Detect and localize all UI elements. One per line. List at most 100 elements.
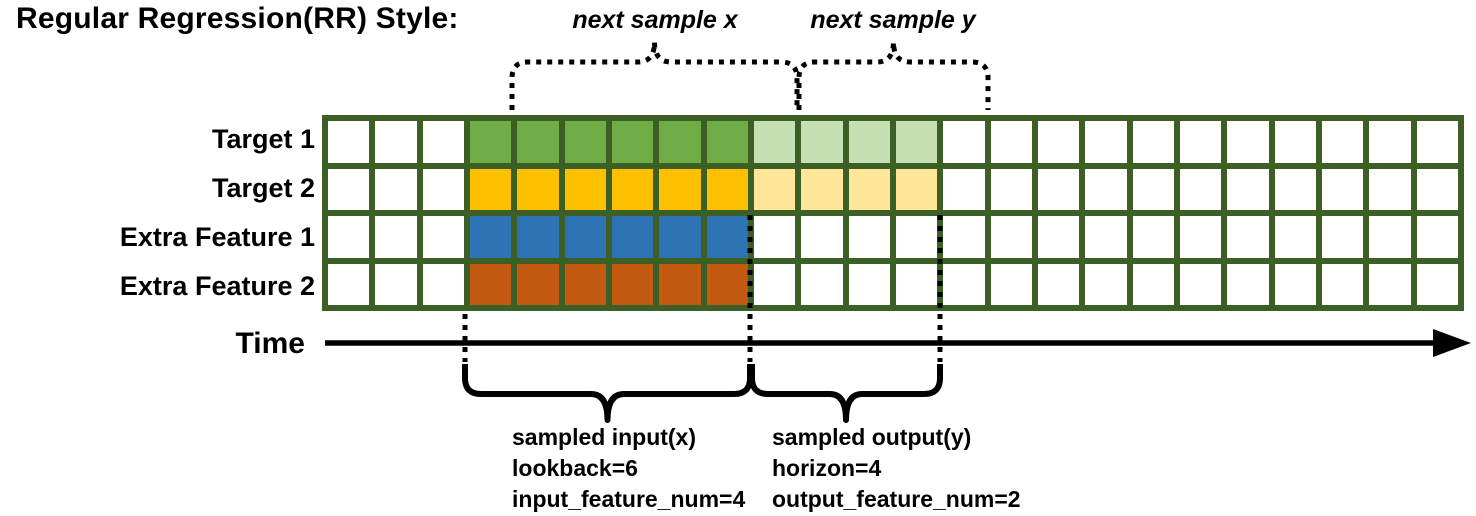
grid-cell: [611, 263, 654, 305]
grid-cell: [1227, 263, 1269, 305]
grid-cell: [1037, 263, 1080, 305]
next-sample-y-label: next sample y: [810, 6, 976, 34]
grid-cell: [1274, 121, 1316, 163]
grid-cell: [1179, 168, 1222, 210]
grid-cell: [753, 216, 796, 258]
grid-cell: [753, 121, 796, 163]
next-sample-x-label: next sample x: [572, 6, 738, 34]
grid-cell: [422, 168, 464, 210]
grid-cell: [328, 216, 370, 258]
grid-cell: [1179, 216, 1222, 258]
grid-cell: [375, 216, 417, 258]
grid-cell: [990, 121, 1032, 163]
horizon-value: horizon=4: [772, 455, 882, 481]
time-axis-label: Time: [235, 327, 305, 360]
sampled-output-caption: sampled output(y) horizon=4 output_featu…: [772, 422, 1021, 515]
grid-cell: [1416, 263, 1458, 305]
grid-cell: [1369, 216, 1411, 258]
grid-cell: [1416, 168, 1458, 210]
sample-grid: [322, 115, 1464, 311]
grid-cell: [517, 263, 559, 305]
grid-cell: [1085, 121, 1127, 163]
grid-cell: [659, 121, 701, 163]
grid-cell: [706, 168, 748, 210]
grid-cell: [517, 216, 559, 258]
grid-cell: [1085, 216, 1127, 258]
grid-cell: [895, 121, 938, 163]
grid-cell: [1132, 121, 1174, 163]
grid-cell: [328, 263, 370, 305]
grid-cell: [1132, 168, 1174, 210]
grid-cell: [422, 121, 464, 163]
grid-cell: [469, 216, 512, 258]
grid-cell: [375, 263, 417, 305]
grid-cell: [1274, 168, 1316, 210]
grid-cell: [1321, 263, 1364, 305]
grid-cell: [801, 216, 843, 258]
grid-cell: [611, 216, 654, 258]
grid-cell: [990, 216, 1032, 258]
grid-cell: [943, 263, 985, 305]
grid-cell: [801, 263, 843, 305]
grid-cell: [1369, 168, 1411, 210]
grid-cell: [469, 263, 512, 305]
grid-cell: [1227, 121, 1269, 163]
grid-cell: [659, 168, 701, 210]
grid-cell: [469, 168, 512, 210]
next-sample-x-brace: [509, 41, 800, 110]
grid-cell: [895, 168, 938, 210]
grid-cell: [422, 263, 464, 305]
grid-cell: [564, 216, 606, 258]
sampled-output-title: sampled output(y): [772, 424, 972, 450]
grid-cell: [1416, 216, 1458, 258]
grid-cell: [753, 168, 796, 210]
grid-cell: [895, 263, 938, 305]
grid-cell: [801, 121, 843, 163]
grid-cell: [1274, 216, 1316, 258]
sampled-input-title: sampled input(x): [512, 424, 697, 450]
grid-cell: [375, 121, 417, 163]
output-feature-num-value: output_feature_num=2: [772, 486, 1021, 512]
row-label-extra-feature-1: Extra Feature 1: [119, 222, 315, 252]
grid-cell: [1179, 121, 1222, 163]
grid-cell: [1321, 216, 1364, 258]
grid-cell: [611, 168, 654, 210]
grid-cell: [1037, 168, 1080, 210]
grid-cell: [943, 121, 985, 163]
grid-cell: [1369, 121, 1411, 163]
grid-cell: [517, 121, 559, 163]
grid-cell: [469, 121, 512, 163]
sampled-output-brace: [749, 364, 943, 423]
grid-cell: [943, 216, 985, 258]
grid-cell: [848, 121, 890, 163]
grid-cell: [1132, 216, 1174, 258]
grid-cell: [1037, 216, 1080, 258]
grid-cell: [1321, 168, 1364, 210]
grid-cell: [990, 168, 1032, 210]
grid-cell: [1227, 168, 1269, 210]
row-label-extra-feature-2: Extra Feature 2: [119, 271, 315, 301]
time-axis-arrowhead: [1433, 329, 1471, 357]
grid-cell: [848, 263, 890, 305]
grid-cell: [659, 216, 701, 258]
grid-cell: [706, 216, 748, 258]
grid-cell: [564, 121, 606, 163]
grid-cell: [706, 263, 748, 305]
grid-cell: [517, 168, 559, 210]
grid-cell: [895, 216, 938, 258]
grid-cell: [328, 168, 370, 210]
next-sample-y-brace: [796, 41, 991, 110]
lookback-value: lookback=6: [512, 455, 638, 481]
sampled-input-brace: [462, 364, 753, 423]
grid-cell: [422, 216, 464, 258]
grid-cell: [753, 263, 796, 305]
row-label-target-1: Target 1: [211, 124, 315, 154]
grid-cell: [564, 263, 606, 305]
grid-cell: [1321, 121, 1364, 163]
input-feature-num-value: input_feature_num=4: [512, 486, 746, 512]
grid-cell: [611, 121, 654, 163]
grid-cell: [848, 216, 890, 258]
grid-cell: [659, 263, 701, 305]
grid-cell: [801, 168, 843, 210]
